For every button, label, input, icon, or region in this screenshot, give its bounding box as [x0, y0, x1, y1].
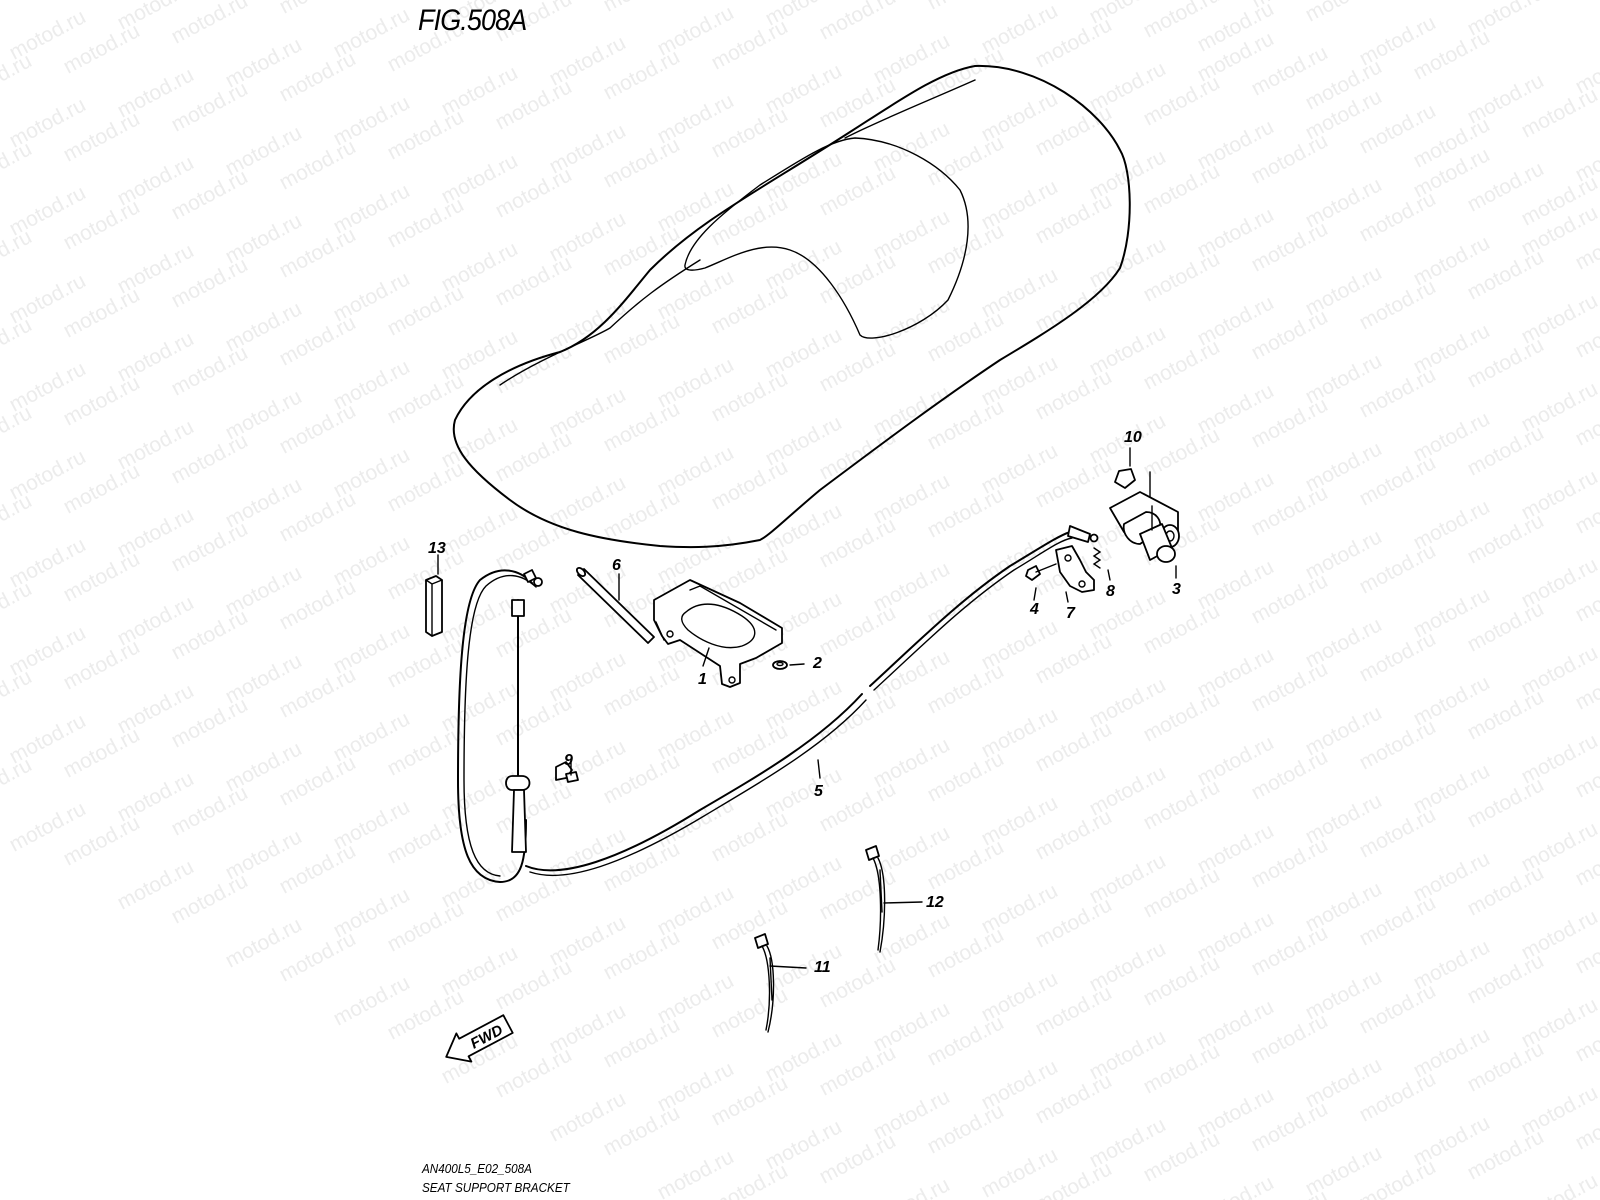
callout-2: 2 — [812, 655, 822, 672]
watermark-text: motod.ru — [816, 0, 900, 44]
watermark-text: motod.ru — [870, 1173, 954, 1200]
watermark-text: motod.ru — [0, 489, 36, 548]
watermark-text: motod.ru — [1302, 0, 1386, 26]
watermark-text: motod.ru — [0, 753, 36, 812]
part-1-bracket — [653, 579, 783, 688]
callout-11: 11 — [814, 959, 831, 976]
watermark-text: motod.ru — [0, 137, 36, 196]
watermark-text: motod.ru — [1194, 1171, 1278, 1200]
callout-3: 3 — [1172, 581, 1181, 598]
figure-description: SEAT SUPPORT BRACKET — [422, 1180, 570, 1195]
watermark-text: motod.ru — [0, 665, 36, 724]
callout-7: 7 — [1066, 605, 1076, 622]
model-code: AN400L5_E02_508A — [422, 1161, 532, 1176]
part-3-lock — [1109, 491, 1180, 563]
part-11-tie — [754, 933, 775, 1033]
callout-8: 8 — [1106, 583, 1115, 600]
part-2-nut — [772, 660, 788, 670]
watermark-text: motod.ru — [0, 577, 36, 636]
watermark-text: motod.ru — [1518, 1169, 1600, 1200]
part-8-spring — [1092, 547, 1102, 569]
watermark-text: motod.ru — [600, 0, 684, 16]
leader-lines — [437, 447, 1177, 969]
callout-9: 9 — [564, 752, 573, 769]
part-5-cable — [525, 525, 1099, 877]
watermark-text: motod.ru — [0, 0, 36, 20]
watermark-text: motod.ru — [0, 401, 36, 460]
part-12-tie — [865, 845, 886, 953]
watermark-text: motod.ru — [0, 49, 36, 108]
callout-5: 5 — [814, 783, 824, 800]
watermark-text: motod.ru — [924, 0, 1008, 14]
watermark-text: motod.ru — [0, 225, 36, 284]
part-4-screw — [1025, 563, 1057, 581]
seat-lock-cable — [457, 569, 543, 883]
part-13-block — [425, 575, 443, 637]
callout-1: 1 — [698, 671, 707, 688]
callout-6: 6 — [612, 557, 621, 574]
callout-labels: 13 6 1 2 9 5 10 4 7 8 3 11 12 — [428, 429, 1181, 976]
part-7-lever — [1055, 545, 1095, 593]
part-9-clip — [555, 761, 579, 783]
watermark-text: motod.ru — [276, 0, 360, 18]
part-10-bolt — [1114, 468, 1151, 507]
seat-drawing — [452, 64, 1131, 549]
watermark-text: motod.ru — [0, 313, 36, 372]
callout-4: 4 — [1029, 601, 1039, 618]
callout-10: 10 — [1124, 429, 1142, 446]
watermark-text: motod.ru — [168, 0, 252, 48]
callout-12: 12 — [926, 894, 944, 911]
callout-13: 13 — [428, 540, 446, 557]
part-6-rod — [575, 566, 655, 644]
figure-title: FIG.508A — [418, 4, 527, 37]
